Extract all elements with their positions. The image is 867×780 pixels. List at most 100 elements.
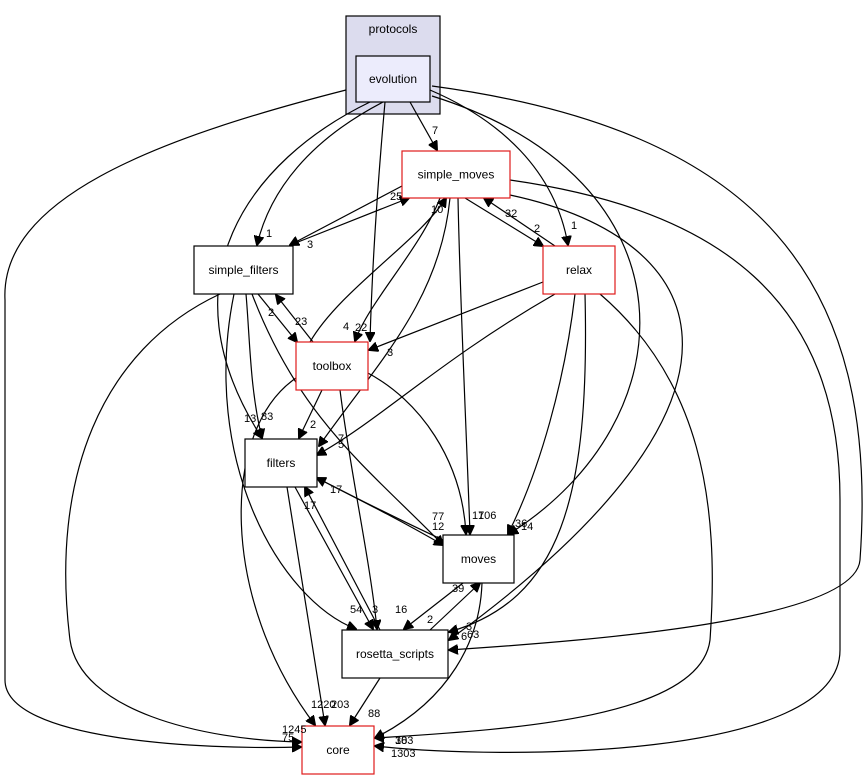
edge-simple-filters-to-rosetta-scripts[interactable] bbox=[225, 293, 356, 629]
edge-relax-to-rosetta-scripts[interactable] bbox=[449, 293, 587, 632]
edge-label[interactable]: 5 bbox=[338, 439, 344, 451]
edge-evolution-to-toolbox[interactable] bbox=[370, 101, 386, 341]
node-label[interactable]: simple_moves bbox=[418, 168, 495, 182]
edge-simple-moves-to-rosetta-scripts[interactable] bbox=[449, 194, 683, 640]
node-filters[interactable]: filters bbox=[244, 438, 318, 488]
node-box[interactable] bbox=[442, 534, 515, 584]
edge-simple-moves-to-relax[interactable] bbox=[464, 197, 543, 246]
edge-simple-filters-to-toolbox[interactable] bbox=[257, 293, 297, 342]
edge-evolution-to-moves[interactable] bbox=[431, 95, 641, 534]
edge-relax-to-filters[interactable] bbox=[317, 293, 556, 455]
edge-label[interactable]: 3 bbox=[466, 621, 472, 633]
edge-label[interactable]: 203 bbox=[331, 699, 349, 711]
edge-filters-to-rosetta-scripts[interactable] bbox=[294, 486, 373, 629]
node-box[interactable] bbox=[193, 245, 294, 295]
edge-moves-to-core[interactable] bbox=[375, 582, 483, 738]
edge-label[interactable]: 1303 bbox=[391, 748, 415, 760]
edge-label[interactable]: 1 bbox=[266, 228, 272, 240]
edge-simple-filters-to-filters[interactable] bbox=[245, 293, 262, 438]
edge-label[interactable]: 303 bbox=[395, 735, 413, 747]
node-box[interactable] bbox=[301, 725, 375, 775]
node-box[interactable] bbox=[401, 150, 511, 199]
edge-label[interactable]: 4 bbox=[343, 321, 349, 333]
edge-relax-to-toolbox[interactable] bbox=[369, 281, 544, 350]
node-box[interactable] bbox=[295, 341, 369, 391]
node-relax[interactable]: relax bbox=[542, 245, 616, 295]
node-label[interactable]: moves bbox=[461, 552, 496, 566]
node-simple-moves[interactable]: simple_moves bbox=[401, 150, 511, 199]
node-label[interactable]: core bbox=[326, 743, 350, 757]
node-box[interactable] bbox=[244, 438, 318, 488]
edge-label[interactable]: 2 bbox=[534, 223, 540, 235]
node-simple-filters[interactable]: simple_filters bbox=[193, 245, 294, 295]
edge-relax-to-moves[interactable] bbox=[508, 293, 576, 534]
edge-label[interactable]: 17 bbox=[330, 484, 342, 496]
edge-simple-moves-to-simple-filters[interactable] bbox=[290, 185, 403, 245]
edge-toolbox-to-simple-moves[interactable] bbox=[309, 198, 446, 343]
edge-rosetta-scripts-to-moves[interactable] bbox=[429, 583, 480, 631]
edge-evolution-to-core[interactable] bbox=[4, 89, 347, 747]
edge-label[interactable]: 77 bbox=[432, 511, 444, 523]
edge-toolbox-to-filters[interactable] bbox=[299, 389, 323, 438]
edge-label[interactable]: 63 bbox=[467, 629, 479, 641]
node-label[interactable]: filters bbox=[267, 456, 296, 470]
edge-label[interactable]: 14 bbox=[521, 521, 533, 533]
edge-label[interactable]: 2 bbox=[310, 419, 316, 431]
edge-label[interactable]: 1 bbox=[571, 220, 577, 232]
edge-simple-moves-to-filters[interactable] bbox=[319, 197, 451, 446]
node-label[interactable]: relax bbox=[566, 263, 592, 277]
edge-label[interactable]: 13 bbox=[244, 413, 256, 425]
edge-label[interactable]: 10 bbox=[431, 204, 443, 216]
edge-label[interactable]: 22 bbox=[355, 322, 367, 334]
edge-label[interactable]: 3 bbox=[372, 604, 378, 616]
edge-label[interactable]: 106 bbox=[478, 510, 496, 522]
edge-label[interactable]: 83 bbox=[261, 411, 273, 423]
edge-evolution-to-relax[interactable] bbox=[429, 89, 568, 245]
node-label[interactable]: rosetta_scripts bbox=[356, 647, 434, 661]
edge-simple-filters-to-core[interactable] bbox=[65, 293, 301, 742]
node-toolbox[interactable]: toolbox bbox=[295, 341, 369, 391]
node-label[interactable]: evolution bbox=[369, 72, 417, 86]
edge-toolbox-to-rosetta-scripts[interactable] bbox=[339, 389, 377, 629]
edge-label[interactable]: 32 bbox=[505, 208, 517, 220]
edge-rosetta-scripts-to-filters[interactable] bbox=[305, 487, 381, 631]
edge-simple-moves-to-core[interactable] bbox=[375, 179, 841, 753]
node-label[interactable]: simple_filters bbox=[208, 263, 278, 277]
edge-simple-moves-to-moves[interactable] bbox=[457, 197, 470, 534]
edge-evolution-to-simple-moves[interactable] bbox=[409, 101, 437, 150]
edge-evolution-to-simple-filters[interactable] bbox=[257, 101, 384, 245]
node-moves[interactable]: moves bbox=[442, 534, 515, 584]
edge-label[interactable]: 3 bbox=[387, 347, 393, 359]
edge-label[interactable]: 36 bbox=[515, 518, 527, 530]
edge-rosetta-scripts-to-core[interactable] bbox=[350, 677, 381, 725]
node-box[interactable] bbox=[355, 55, 431, 103]
edge-relax-to-simple-moves[interactable] bbox=[484, 198, 556, 247]
edge-moves-to-filters[interactable] bbox=[317, 478, 444, 541]
edge-toolbox-to-core[interactable] bbox=[240, 377, 315, 725]
edge-simple-moves-to-toolbox[interactable] bbox=[355, 197, 441, 341]
edge-label[interactable]: 75 bbox=[282, 732, 294, 744]
edge-label[interactable]: 23 bbox=[295, 316, 307, 328]
edge-label[interactable]: 2 bbox=[268, 307, 274, 319]
edge-label[interactable]: 16 bbox=[395, 604, 407, 616]
edge-label[interactable]: 3 bbox=[307, 239, 313, 251]
edge-evolution-to-filters[interactable] bbox=[217, 101, 371, 438]
edge-label[interactable]: 6 bbox=[461, 631, 467, 643]
edge-label[interactable]: 1245 bbox=[282, 724, 306, 736]
edge-simple-filters-to-moves[interactable] bbox=[251, 293, 443, 545]
edge-label[interactable]: 17 bbox=[304, 500, 316, 512]
edge-relax-to-core[interactable] bbox=[375, 293, 713, 738]
edge-label[interactable]: 7 bbox=[432, 125, 438, 137]
edge-toolbox-to-moves[interactable] bbox=[365, 371, 466, 534]
edge-label[interactable]: 17 bbox=[472, 510, 484, 522]
edge-label[interactable]: 88 bbox=[368, 708, 380, 720]
edge-moves-to-rosetta-scripts[interactable] bbox=[404, 582, 464, 629]
node-label[interactable]: toolbox bbox=[313, 359, 352, 373]
node-box[interactable] bbox=[542, 245, 616, 295]
edge-evolution-to-rosetta-scripts[interactable] bbox=[431, 85, 863, 650]
edge-label[interactable]: 1220 bbox=[311, 699, 335, 711]
edge-label[interactable]: 2 bbox=[427, 614, 433, 626]
node-box[interactable] bbox=[341, 629, 449, 679]
edge-filters-to-core[interactable] bbox=[286, 486, 325, 725]
node-evolution[interactable]: evolution bbox=[355, 55, 431, 103]
